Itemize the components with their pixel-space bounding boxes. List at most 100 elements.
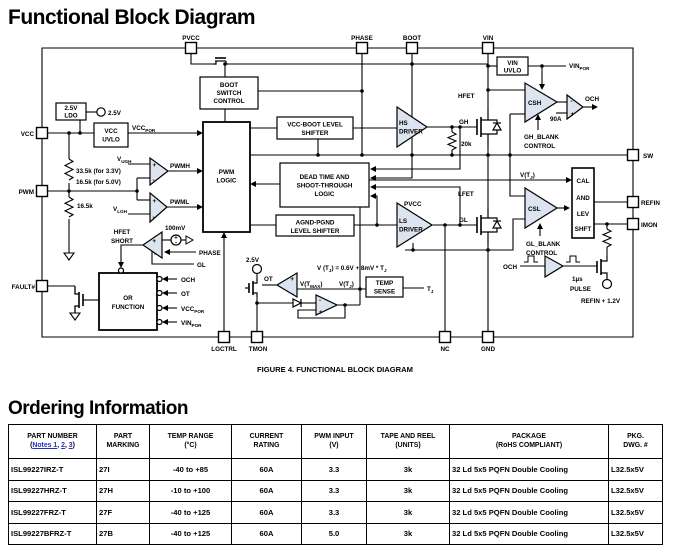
- block-agnd-shifter: [275, 214, 355, 237]
- label-v-lgh: VLGH: [113, 206, 128, 214]
- label-pvcc-ls: PVCC: [404, 201, 422, 208]
- pin-label-tmon: TMON: [249, 346, 268, 353]
- pin-fault: [35, 279, 49, 293]
- refin12-terminal: [601, 278, 613, 290]
- pin-label-pwm: PWM: [19, 189, 34, 196]
- label-equation: V (TJ) = 0.6V + 8mV * TJ: [317, 265, 387, 273]
- pin-tmon: [250, 330, 264, 344]
- page-title-ordering-information: Ordering Information: [8, 398, 189, 419]
- link-note-2[interactable]: 2: [61, 441, 65, 449]
- pin-label-vin: VIN: [483, 35, 494, 42]
- cell-dwg: L32.5x5V: [608, 458, 663, 481]
- pin-phase: [355, 41, 369, 55]
- cell-pwm: 3.3: [301, 501, 367, 524]
- wires: [41, 47, 634, 338]
- svg-text:PULSE: PULSE: [570, 286, 591, 293]
- svg-text:HS: HS: [399, 120, 408, 127]
- cell-current: 60A: [231, 479, 302, 502]
- pin-lgctrl: [217, 330, 231, 344]
- label-20k: 20k: [461, 141, 472, 148]
- orfn-top-bubble: [117, 267, 125, 274]
- svg-text:AGND-PGND: AGND-PGND: [296, 220, 335, 227]
- label-r33k: 33.5k (for 3.3V): [76, 168, 121, 175]
- svg-text:-: -: [154, 251, 156, 258]
- label-ot: OT: [264, 276, 273, 283]
- svg-text:2.5V: 2.5V: [65, 105, 79, 112]
- label-pwmh: PWMH: [170, 163, 190, 170]
- ground-symbols: [62, 252, 82, 321]
- cell-pwm: 3.3: [301, 458, 367, 481]
- svg-text:LOGIC: LOGIC: [217, 178, 237, 185]
- svg-text:LEV: LEV: [577, 211, 590, 218]
- cell-part-number: ISL99227IRZ-T: [8, 458, 97, 481]
- mosfet-symbols: [74, 57, 608, 313]
- svg-text:-: -: [571, 98, 573, 105]
- svg-text:DEAD TIME AND: DEAD TIME AND: [300, 174, 350, 181]
- cell-pwm: 3.3: [301, 479, 367, 502]
- hfet-short-comparator-triangle: [141, 230, 163, 260]
- svg-text:CONTROL: CONTROL: [524, 143, 555, 150]
- label-or-vinpor: VINPOR: [181, 320, 202, 328]
- label-r16k: 16.5k: [77, 203, 93, 210]
- label-pwml: PWML: [170, 199, 189, 206]
- svg-text:+: +: [153, 198, 157, 205]
- svg-text:LS: LS: [399, 218, 407, 225]
- svg-text:FUNCTION: FUNCTION: [112, 304, 145, 311]
- cell-marking: 27B: [96, 522, 150, 545]
- svg-text:CSH: CSH: [528, 100, 542, 107]
- pin-label-nc: NC: [440, 346, 450, 353]
- svg-text:LDO: LDO: [64, 113, 77, 120]
- cell-current: 60A: [231, 501, 302, 524]
- signal-labels: 2.5V VCCPOR VUGH PWMH VLGH PWML 33.5k (f…: [76, 63, 621, 328]
- block-pwm-logic: [202, 121, 251, 233]
- pin-label-lgctrl: LGCTRL: [211, 346, 237, 353]
- col-header-pwm-input: PWM INPUT(V): [301, 424, 367, 459]
- csl-triangle: [524, 186, 559, 230]
- ldo-25v-terminal: [96, 107, 106, 117]
- pin-imon: [626, 217, 640, 231]
- svg-text:LOGIC: LOGIC: [315, 191, 335, 198]
- link-note-1[interactable]: Notes 1: [32, 441, 58, 449]
- pin-boot: [405, 41, 419, 55]
- svg-text:VIN: VIN: [507, 60, 518, 67]
- pin-pvcc: [184, 41, 198, 55]
- svg-text:SWITCH: SWITCH: [217, 90, 242, 97]
- cell-part-number: ISL99227BFRZ-T: [8, 522, 97, 545]
- cell-tape: 3k: [366, 501, 450, 524]
- block-vcc-uvlo: [93, 122, 129, 148]
- csh-triangle: [524, 81, 559, 124]
- temp-diode-icon: [292, 298, 303, 308]
- block-vin-uvlo: [496, 56, 529, 76]
- link-note-3[interactable]: 3: [68, 441, 73, 449]
- cell-marking: 27F: [96, 501, 150, 524]
- label-r16k5: 16.5k (for 5.0V): [76, 179, 121, 186]
- hfet-icon: [476, 110, 503, 146]
- svg-text:UVLO: UVLO: [504, 68, 522, 75]
- pin-sw: [626, 148, 640, 162]
- orfn-bubble-ot: [156, 289, 163, 297]
- pin-vcc: [35, 126, 49, 140]
- junction-dots: [67, 62, 609, 307]
- pin-label-sw: SW: [643, 153, 653, 160]
- label-phase-in: PHASE: [199, 250, 221, 257]
- cell-tape: 3k: [366, 522, 450, 545]
- pin-refin: [626, 195, 640, 209]
- table-row: ISL99227IRZ-T 27I -40 to +85 60A 3.3 3k …: [8, 458, 663, 481]
- pwml-comparator-triangle: [149, 191, 168, 224]
- pwmh-comparator-triangle: [149, 156, 170, 187]
- pin-nc: [438, 330, 452, 344]
- cell-marking: 27I: [96, 458, 150, 481]
- label-vin-por: VINPOR: [569, 63, 590, 71]
- label-90a: 90A: [550, 116, 562, 123]
- cell-dwg: L32.5x5V: [608, 522, 663, 545]
- svg-text:TEMP: TEMP: [376, 280, 394, 287]
- pin-label-fault: FAULT#: [12, 284, 36, 291]
- ls-driver-triangle: [396, 201, 434, 249]
- label-och-out: OCH: [585, 96, 599, 103]
- cell-tape: 3k: [366, 458, 450, 481]
- svg-text:VCC: VCC: [104, 128, 118, 135]
- label-gl-blank: GL_BLANK: [526, 241, 561, 248]
- cell-temp: -10 to +100: [149, 479, 232, 502]
